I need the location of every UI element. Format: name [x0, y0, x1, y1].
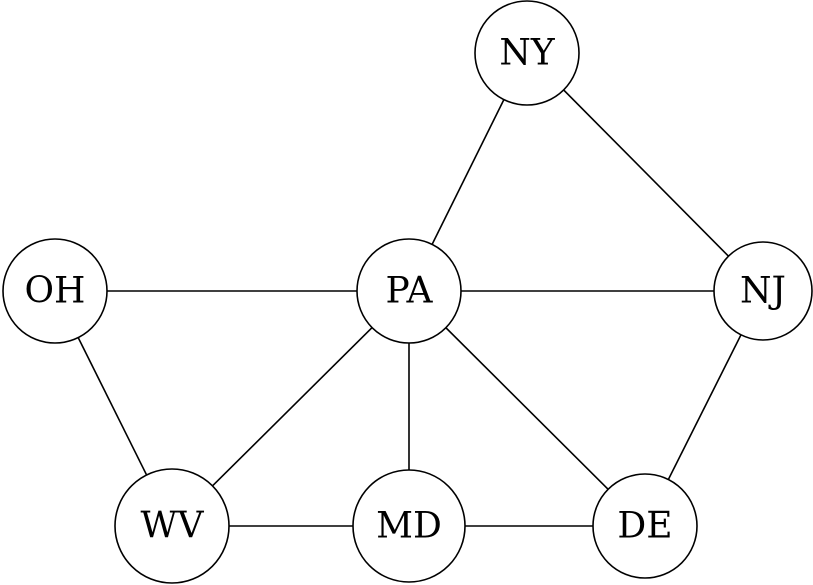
node-label: PA	[386, 271, 434, 312]
node-label: NY	[499, 33, 556, 74]
node-pa: PA	[356, 238, 462, 344]
node-circle	[713, 241, 813, 341]
node-circle	[592, 473, 698, 579]
node-ny: NY	[474, 0, 580, 106]
node-oh: OH	[2, 238, 108, 344]
node-nj: NJ	[713, 241, 813, 341]
node-label: DE	[617, 506, 672, 547]
edge-ny-nj	[526, 52, 764, 292]
node-label: MD	[376, 506, 442, 547]
node-label: WV	[141, 506, 205, 547]
node-circle	[356, 238, 462, 344]
node-label: OH	[25, 271, 86, 312]
node-circle	[114, 468, 230, 584]
node-de: DE	[592, 473, 698, 579]
node-circle	[474, 0, 580, 106]
node-circle	[352, 469, 466, 583]
node-label: NJ	[740, 271, 786, 312]
node-circle	[2, 238, 108, 344]
edge-pa-de	[408, 290, 646, 527]
node-wv: WV	[114, 468, 230, 584]
node-md: MD	[352, 469, 466, 583]
